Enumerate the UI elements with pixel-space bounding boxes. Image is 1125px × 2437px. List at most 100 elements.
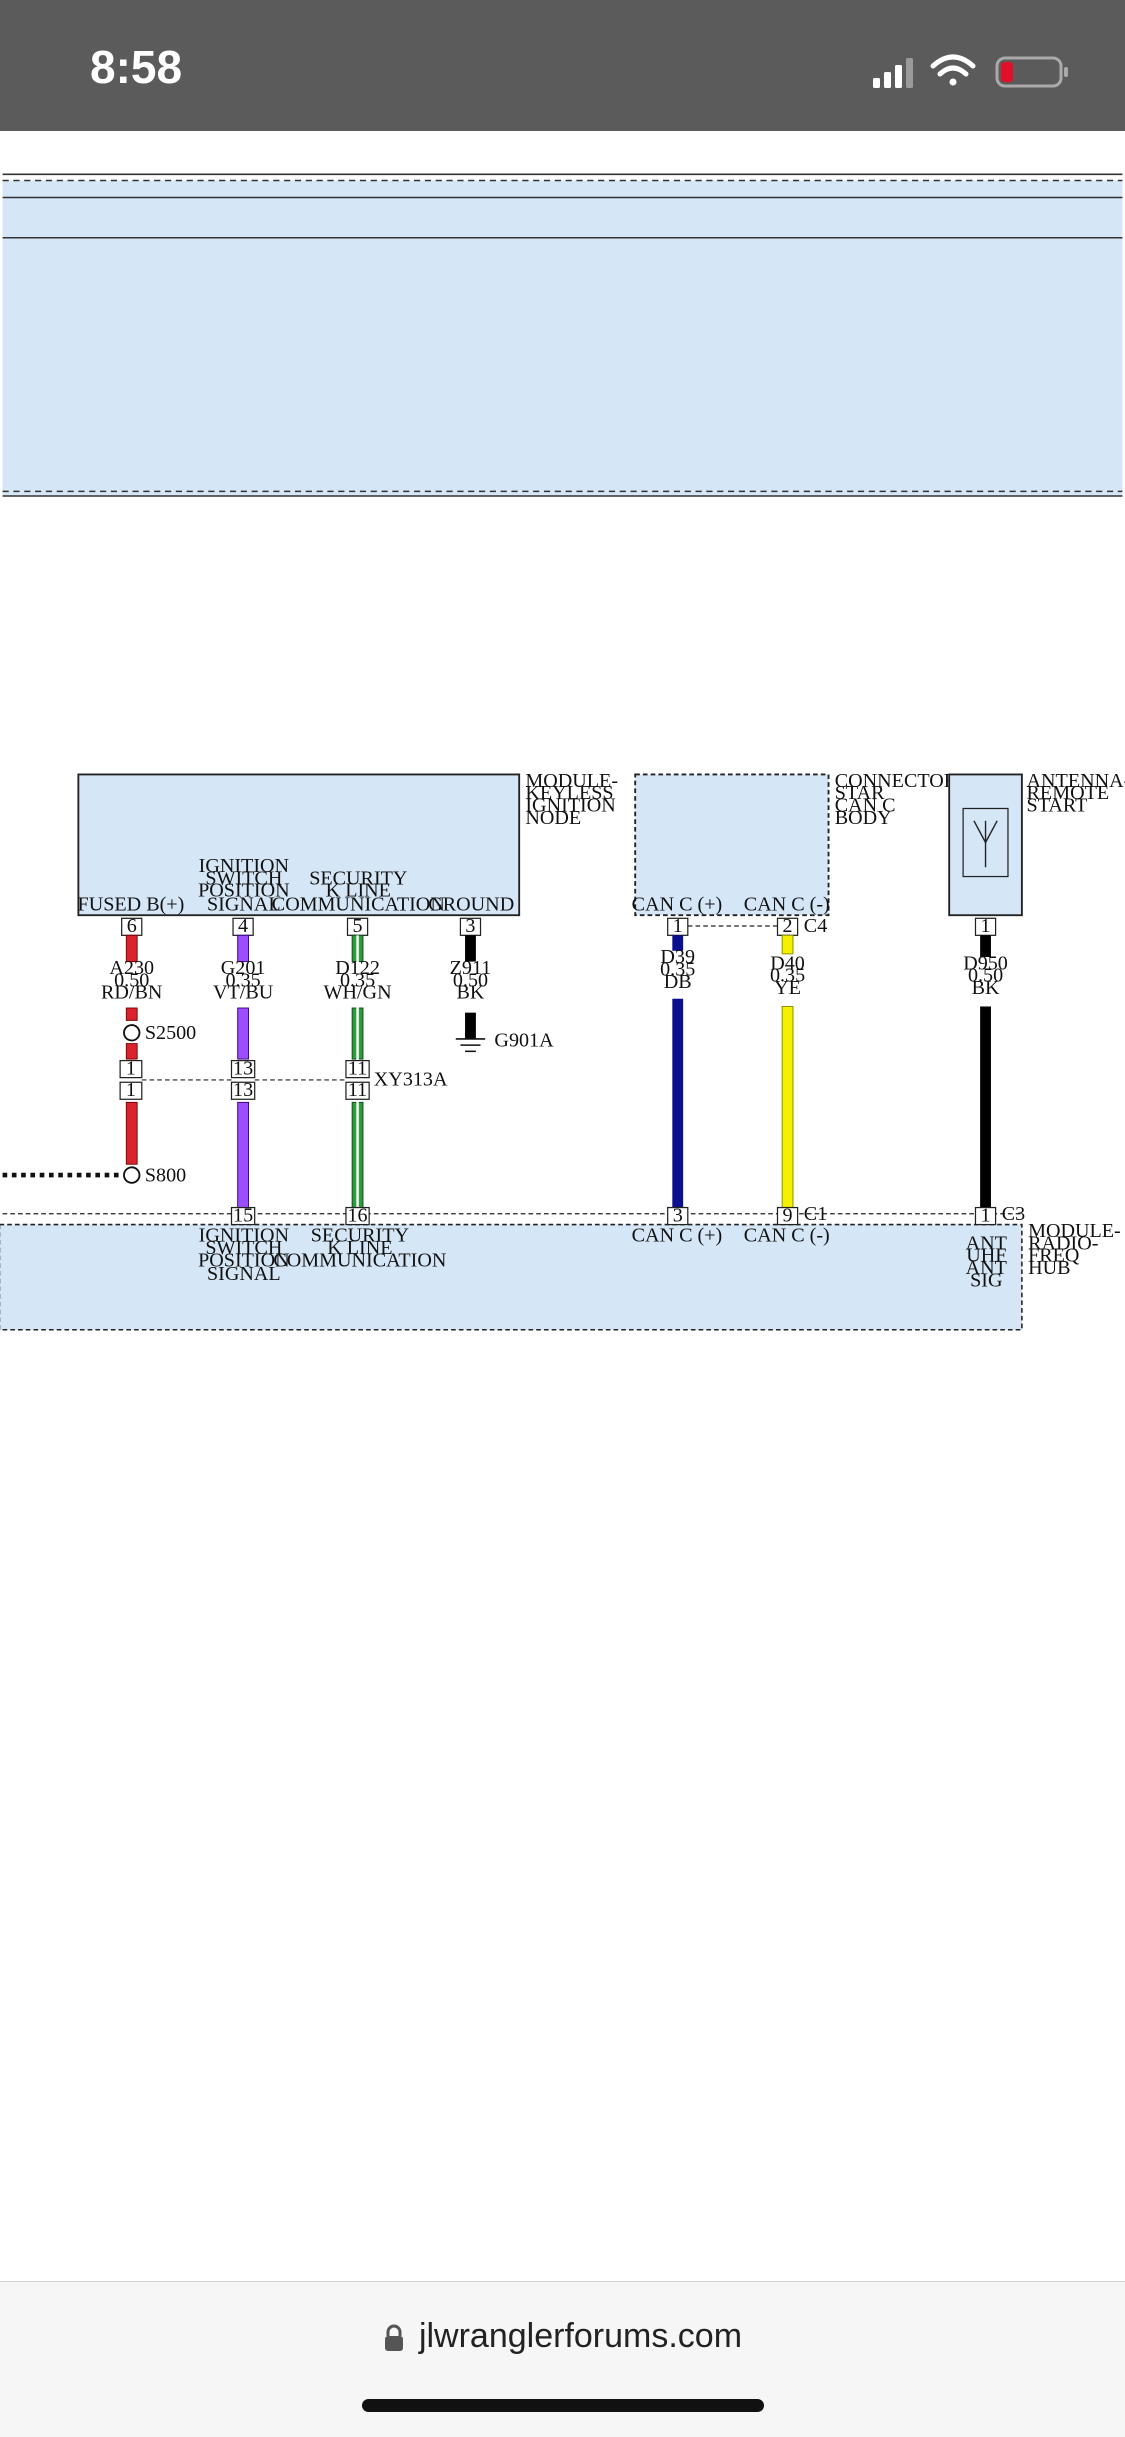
rfhub-connector-c3: C3 [1002, 1203, 1025, 1225]
wire-d39-id: D39 [660, 946, 695, 968]
rfhub-label-sec-2: COMMUNICATION [273, 1249, 447, 1271]
kin-pin-5: 5 [353, 915, 363, 937]
kin-pin-label-fused: FUSED B(+) [78, 894, 185, 916]
rfhub-label-ant-0: ANT [966, 1232, 1007, 1254]
status-bar: 8:58 [0, 0, 1125, 131]
rfhub-pin-9: 9 [783, 1204, 793, 1226]
top-module-band [2, 173, 1123, 497]
battery-icon [995, 56, 1068, 88]
ground-icon [455, 1038, 486, 1053]
wire-d39-color: DB [664, 971, 692, 993]
wire-g201-color: VT/BU [213, 982, 274, 1004]
star-name-2: CAN C [835, 795, 896, 817]
rfhub-label-sec-0: SECURITY [311, 1225, 409, 1247]
kin-pin-label-ign-0: IGNITION [199, 855, 290, 877]
rfhub-name-3: HUB [1028, 1257, 1070, 1279]
wire-d39: D39 0.35 DB [660, 935, 695, 1208]
module-radio-freq-hub: MODULE- RADIO- FREQ HUB 15 16 3 9 C1 1 C… [0, 1203, 1121, 1331]
rfhub-label-ant-3: SIG [970, 1269, 1002, 1291]
kin-pin-label-ign-3: SIGNAL [207, 894, 281, 916]
rfhub-label-ign-1: SWITCH [205, 1237, 282, 1259]
splice-s800-label: S800 [145, 1164, 186, 1186]
rfhub-pin-1: 1 [981, 1204, 991, 1226]
antenna-icon [973, 820, 998, 868]
rfhub-label-can-pos: CAN C (+) [632, 1225, 723, 1247]
kin-pin-3: 3 [465, 915, 475, 937]
url-text: jlwranglerforums.com [418, 2317, 743, 2355]
wire-z911-gauge: 0.50 [453, 969, 488, 991]
wire-d122-gauge: 0.35 [340, 969, 375, 991]
address-bar[interactable]: jlwranglerforums.com [0, 2317, 1125, 2356]
rfhub-label-ign-2: POSITION [198, 1249, 290, 1271]
rfhub-pin-3: 3 [673, 1204, 683, 1226]
kin-pin-label-ign-1: SWITCH [205, 867, 282, 889]
rfhub-name-2: FREQ [1028, 1245, 1080, 1267]
wire-d40-id: D40 [770, 952, 805, 974]
rfhub-label-ant-1: UHF [966, 1245, 1006, 1267]
star-name-0: CONNECTOR- [835, 770, 964, 792]
rfhub-pin-16: 16 [348, 1204, 368, 1226]
module-kin-name-1: KEYLESS [525, 782, 613, 804]
module-keyless-ignition-node: MODULE- KEYLESS IGNITION NODE FUSED B(+)… [77, 770, 618, 917]
wire-z911-id: Z911 [450, 957, 492, 979]
wire-d950-color: BK [972, 977, 1000, 999]
module-kin-name-3: NODE [525, 807, 581, 829]
xy-top-pin-1: 1 [126, 1058, 136, 1080]
star-pin-1: 1 [673, 915, 683, 937]
browser-bottom-bar: jlwranglerforums.com [0, 2281, 1125, 2437]
star-pin-label-can-pos: CAN C (+) [632, 894, 723, 916]
star-name-1: STAR [835, 782, 885, 804]
splice-s2500-icon [123, 1024, 141, 1042]
ground-label: G901A [494, 1030, 554, 1052]
inline-connector-xy313a: 1 1 13 13 11 11 XY313A [119, 1058, 448, 1101]
wire-a230-gauge: 0.50 [114, 969, 149, 991]
rfhub-label-ant-2: ANT [966, 1257, 1007, 1279]
kin-pin-label-ground: GROUND [428, 894, 514, 916]
rfhub-name-0: MODULE- [1028, 1220, 1121, 1242]
home-indicator[interactable] [362, 2399, 764, 2412]
splice-s2500-label: S2500 [145, 1022, 196, 1044]
antenna-remote-start: ANTENNA- REMOTE START 1 [948, 770, 1125, 937]
rfhub-label-ign-3: SIGNAL [207, 1263, 281, 1285]
signal-icon [873, 58, 913, 88]
antenna-name-1: REMOTE [1027, 782, 1110, 804]
rfhub-connector-c1: C1 [804, 1203, 827, 1225]
kin-pin-boxes: 6 4 5 3 [121, 915, 482, 937]
wire-z911: Z911 0.50 BK G901A [450, 935, 554, 1053]
wire-d122: D122 0.35 WH/GN [324, 934, 393, 1209]
kin-pin-label-sec-0: SECURITY [309, 867, 407, 889]
wire-d40: D40 0.35 YE [770, 934, 805, 1209]
inline-connector-name: XY313A [374, 1068, 448, 1090]
wiring-diagram: MODULE- KEYLESS IGNITION NODE FUSED B(+)… [0, 173, 1125, 1331]
xy-top-pin-11: 11 [348, 1058, 367, 1080]
wire-a230-color: RD/BN [101, 982, 163, 1004]
wire-d122-color: WH/GN [324, 982, 393, 1004]
wire-g201: G201 0.35 VT/BU [213, 934, 274, 1209]
wire-z911-color: BK [457, 982, 485, 1004]
rfhub-pin-15: 15 [233, 1204, 253, 1226]
wire-a230: A230 0.50 RD/BN S2500 S800 [2, 934, 196, 1186]
wire-a230-id: A230 [109, 957, 154, 979]
antenna-name-2: START [1027, 795, 1088, 817]
xy-bottom-pin-1: 1 [126, 1079, 136, 1101]
xy-top-pin-13: 13 [233, 1058, 253, 1080]
wire-d950-gauge: 0.50 [968, 965, 1003, 987]
antenna-name-0: ANTENNA- [1027, 770, 1125, 792]
wire-d122-id: D122 [335, 957, 380, 979]
wire-d950: D950 0.50 BK [963, 935, 1008, 1208]
status-icons [873, 54, 1068, 88]
rfhub-label-sec-1: K LINE [327, 1237, 392, 1259]
star-pin-label-can-neg: CAN C (-) [744, 894, 830, 916]
module-kin-name-0: MODULE- [525, 770, 618, 792]
kin-pin-label-sec-2: COMMUNICATION [272, 894, 446, 916]
antenna-pin-1: 1 [981, 915, 991, 937]
kin-pin-label-ign-2: POSITION [198, 880, 290, 902]
wire-d40-gauge: 0.35 [770, 965, 805, 987]
rfhub-label-ign-0: IGNITION [199, 1225, 290, 1247]
star-connector-id: C4 [804, 915, 827, 937]
kin-pin-6: 6 [127, 915, 137, 937]
wire-d950-id: D950 [963, 952, 1008, 974]
kin-pin-4: 4 [238, 915, 248, 937]
wire-g201-id: G201 [221, 957, 266, 979]
wifi-icon [930, 54, 976, 86]
